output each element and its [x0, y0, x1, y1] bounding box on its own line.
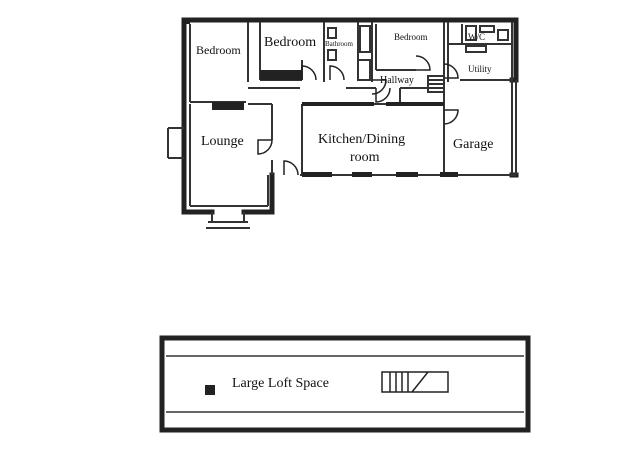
solid-walls	[182, 18, 458, 177]
label-kitchen-line1: Kitchen/Dining	[318, 132, 405, 147]
label-bathroom: Bathroom	[325, 40, 354, 48]
outer-walls	[181, 17, 519, 215]
label-utility: Utility	[468, 64, 492, 74]
inner-walls	[167, 22, 517, 229]
label-garage: Garage	[453, 137, 493, 152]
loft-stairs	[381, 371, 449, 393]
label-lounge: Lounge	[201, 134, 244, 149]
label-bedroom-2: Bedroom	[264, 35, 316, 50]
loft-outline	[159, 335, 531, 433]
door-swings	[257, 55, 459, 176]
label-bedroom-3: Bedroom	[394, 32, 428, 42]
label-kitchen-line2: room	[350, 150, 380, 165]
label-bedroom-1: Bedroom	[196, 43, 241, 57]
label-wc: W/C	[468, 32, 485, 42]
label-hallway: Hallway	[380, 75, 414, 86]
label-loft: Large Loft Space	[232, 376, 329, 391]
